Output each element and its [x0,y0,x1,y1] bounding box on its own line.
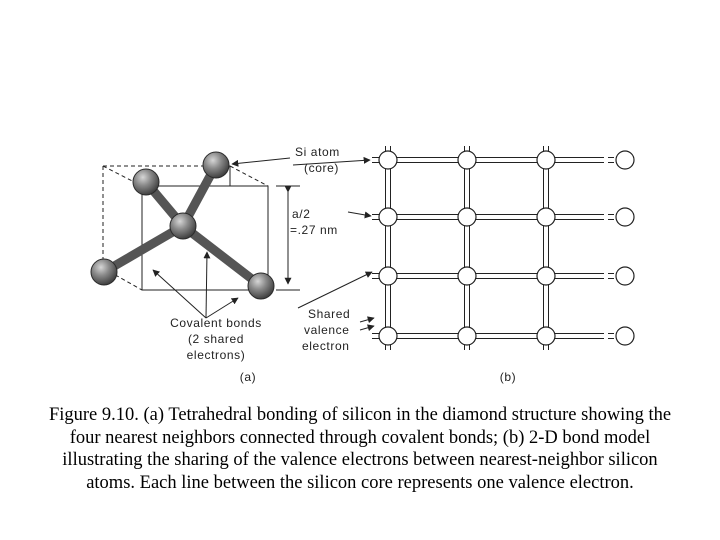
tetrahedral-panel: Si atom (core) a/2 =.27 nm Covalent bond… [90,145,372,384]
grid-atom [457,150,477,170]
bond-grid-lines [372,146,614,350]
shared-electron-label-3: electron [302,339,350,353]
distance-label: a/2 [292,207,310,221]
covalent-pointers [152,251,239,319]
atom-lower-left [90,258,118,286]
atom-upper-left [132,168,160,196]
shared-electron-label: Shared [308,307,350,321]
grid-atom [615,266,635,286]
covalent-bonds-label-3: electrons) [187,348,246,362]
grid-atom [457,326,477,346]
si-atom-label-core: (core) [304,161,339,175]
dimension-arrow [276,185,300,291]
grid-atom [378,326,398,346]
panel-a-label: (a) [240,370,256,384]
distance-pointer [347,211,372,219]
grid-atom [615,207,635,227]
bond-model-panel: Shared valence electron (b) [297,146,635,384]
figure-caption: Figure 9.10. (a) Tetrahedral bonding of … [48,405,672,493]
grid-atom [536,266,556,286]
grid-atom [457,207,477,227]
grid-atom [378,207,398,227]
covalent-bonds-label-2: (2 shared [188,332,244,346]
panel-b-label: (b) [500,370,516,384]
si-atom-label: Si atom [295,145,340,159]
grid-atom [378,150,398,170]
grid-atom [536,207,556,227]
silicon-atoms [90,151,275,300]
distance-value-label: =.27 nm [290,223,338,237]
shared-electron-label-2: valence [304,323,350,337]
atom-lower-right [247,272,275,300]
covalent-bonds-label: Covalent bonds [170,316,262,330]
shared-electron-pointers [297,271,375,332]
grid-atom [378,266,398,286]
grid-atom [536,150,556,170]
atom-center [169,212,197,240]
grid-atom [615,326,635,346]
atom-top [202,151,230,179]
grid-atom [457,266,477,286]
si-atom-pointers [231,156,371,167]
grid-atom [615,150,635,170]
bond-grid-atoms [378,150,635,346]
grid-atom [536,326,556,346]
